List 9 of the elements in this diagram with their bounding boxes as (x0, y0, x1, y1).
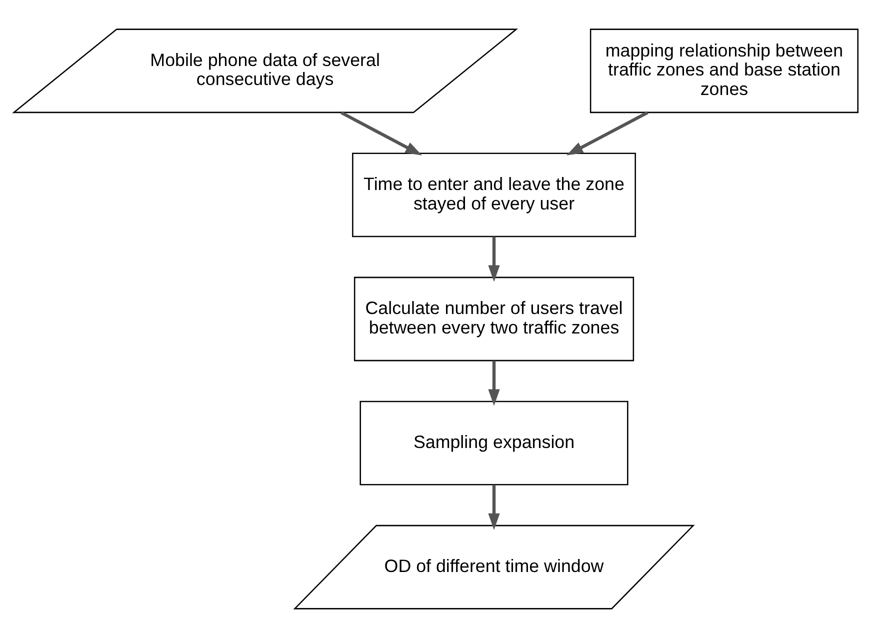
arrow (566, 111, 648, 156)
node-box: Sampling expansion (359, 400, 628, 486)
node-box: mapping relationship between traffic zones and base station zones (589, 28, 858, 114)
node-box: Calculate number of users travel between every two traffic zones (353, 276, 634, 362)
arrow (340, 111, 422, 156)
arrow (488, 484, 500, 530)
arrow (488, 236, 500, 282)
arrow (488, 360, 500, 406)
node-box: Time to enter and leave the zone stayed of every user (352, 152, 636, 238)
